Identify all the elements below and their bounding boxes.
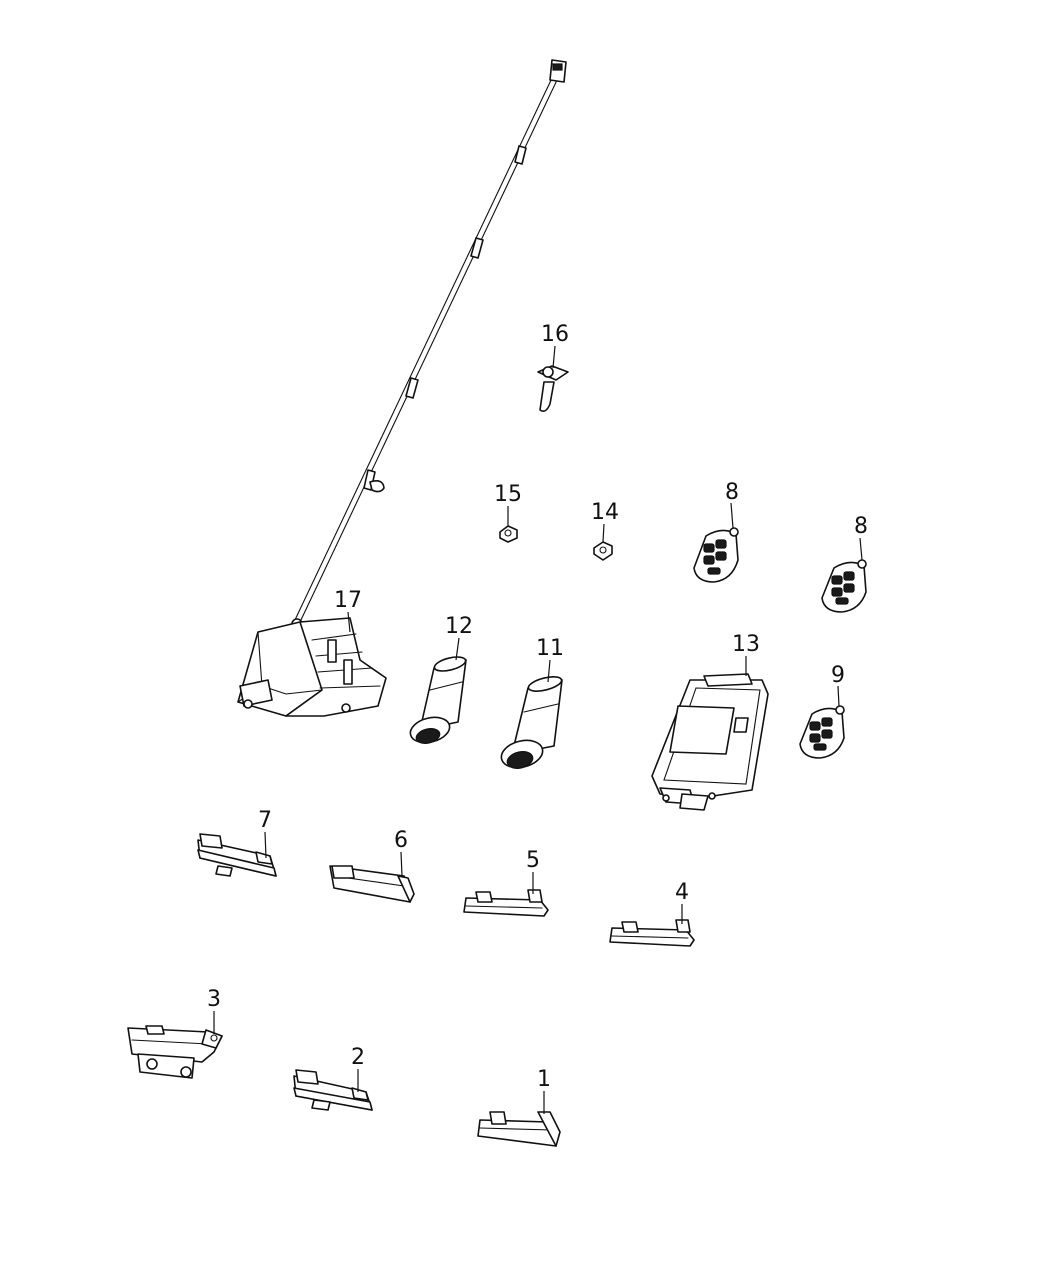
part-2-antenna (293, 1069, 373, 1111)
antenna-cable (291, 59, 567, 630)
part-1-antenna (477, 1111, 561, 1147)
part-16-key-blade (537, 365, 569, 412)
callout-12: 12 (445, 614, 473, 639)
part-13-receiver-module (651, 673, 769, 811)
callout-7: 7 (258, 808, 272, 833)
callout-15: 15 (494, 482, 522, 507)
part-11-ignition-switch (500, 676, 563, 769)
part-6-antenna (329, 865, 415, 903)
part-17-ignition-node (237, 617, 387, 717)
callout-11: 11 (536, 636, 564, 661)
part-7-antenna (197, 833, 277, 877)
callout-2: 2 (351, 1045, 365, 1070)
callout-9: 9 (831, 663, 845, 688)
callout-8b: 8 (854, 514, 868, 539)
part-15-nut (499, 525, 518, 543)
callout-14: 14 (591, 500, 619, 525)
part-4-antenna (609, 919, 695, 947)
callout-6: 6 (394, 828, 408, 853)
callout-13: 13 (732, 632, 760, 657)
part-5-antenna (463, 889, 549, 917)
callout-labels: 16 15 14 8 8 9 17 12 11 13 7 6 5 4 3 2 1 (207, 322, 868, 1092)
callout-17: 17 (334, 588, 362, 613)
part-9-key-fob (799, 705, 845, 759)
leader-lines (213, 345, 863, 1114)
part-14-nut (593, 541, 613, 561)
part-8a-key-fob (693, 527, 739, 583)
part-12-ignition-switch (409, 656, 467, 744)
part-8b-key-fob (821, 559, 867, 613)
callout-3: 3 (207, 987, 221, 1012)
callout-16: 16 (541, 322, 569, 347)
part-3-antenna (127, 1025, 223, 1079)
callout-4: 4 (675, 880, 689, 905)
callout-8a: 8 (725, 480, 739, 505)
callout-1: 1 (537, 1067, 551, 1092)
callout-5: 5 (526, 848, 540, 873)
